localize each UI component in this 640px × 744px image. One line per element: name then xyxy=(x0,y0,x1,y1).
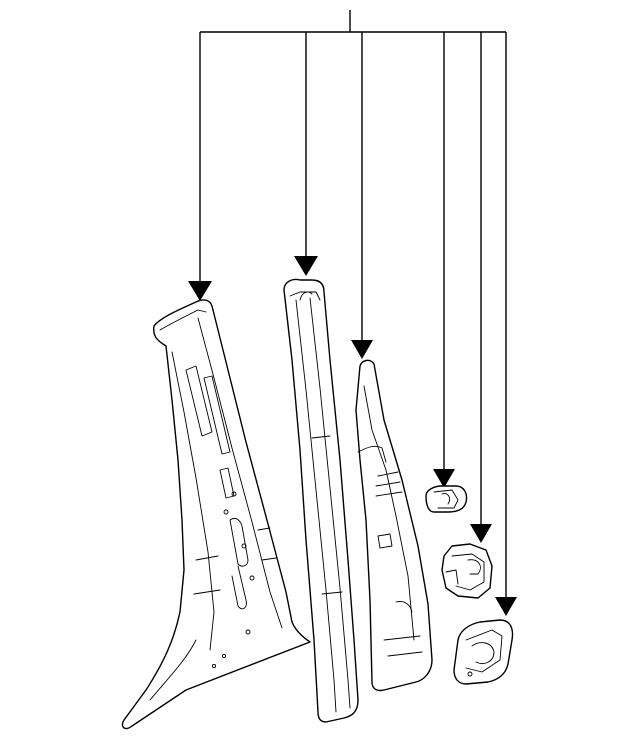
arrowhead-clip-b xyxy=(470,524,492,543)
arrowhead-pillar-trim xyxy=(188,281,212,301)
garnish-strip-icon xyxy=(283,278,359,723)
leader-lines xyxy=(199,10,507,598)
arrowheads xyxy=(188,256,517,616)
upper-cover-icon xyxy=(355,359,433,692)
bracket-icon xyxy=(453,619,514,685)
arrowhead-clip-c xyxy=(495,597,517,616)
b-pillar-trim-icon xyxy=(121,299,311,730)
arrowhead-upper-cover xyxy=(351,340,373,359)
arrowhead-clip-a xyxy=(433,469,455,488)
retainer-icon xyxy=(441,543,493,599)
clip-icon xyxy=(425,485,468,513)
arrowhead-garnish xyxy=(294,256,318,276)
